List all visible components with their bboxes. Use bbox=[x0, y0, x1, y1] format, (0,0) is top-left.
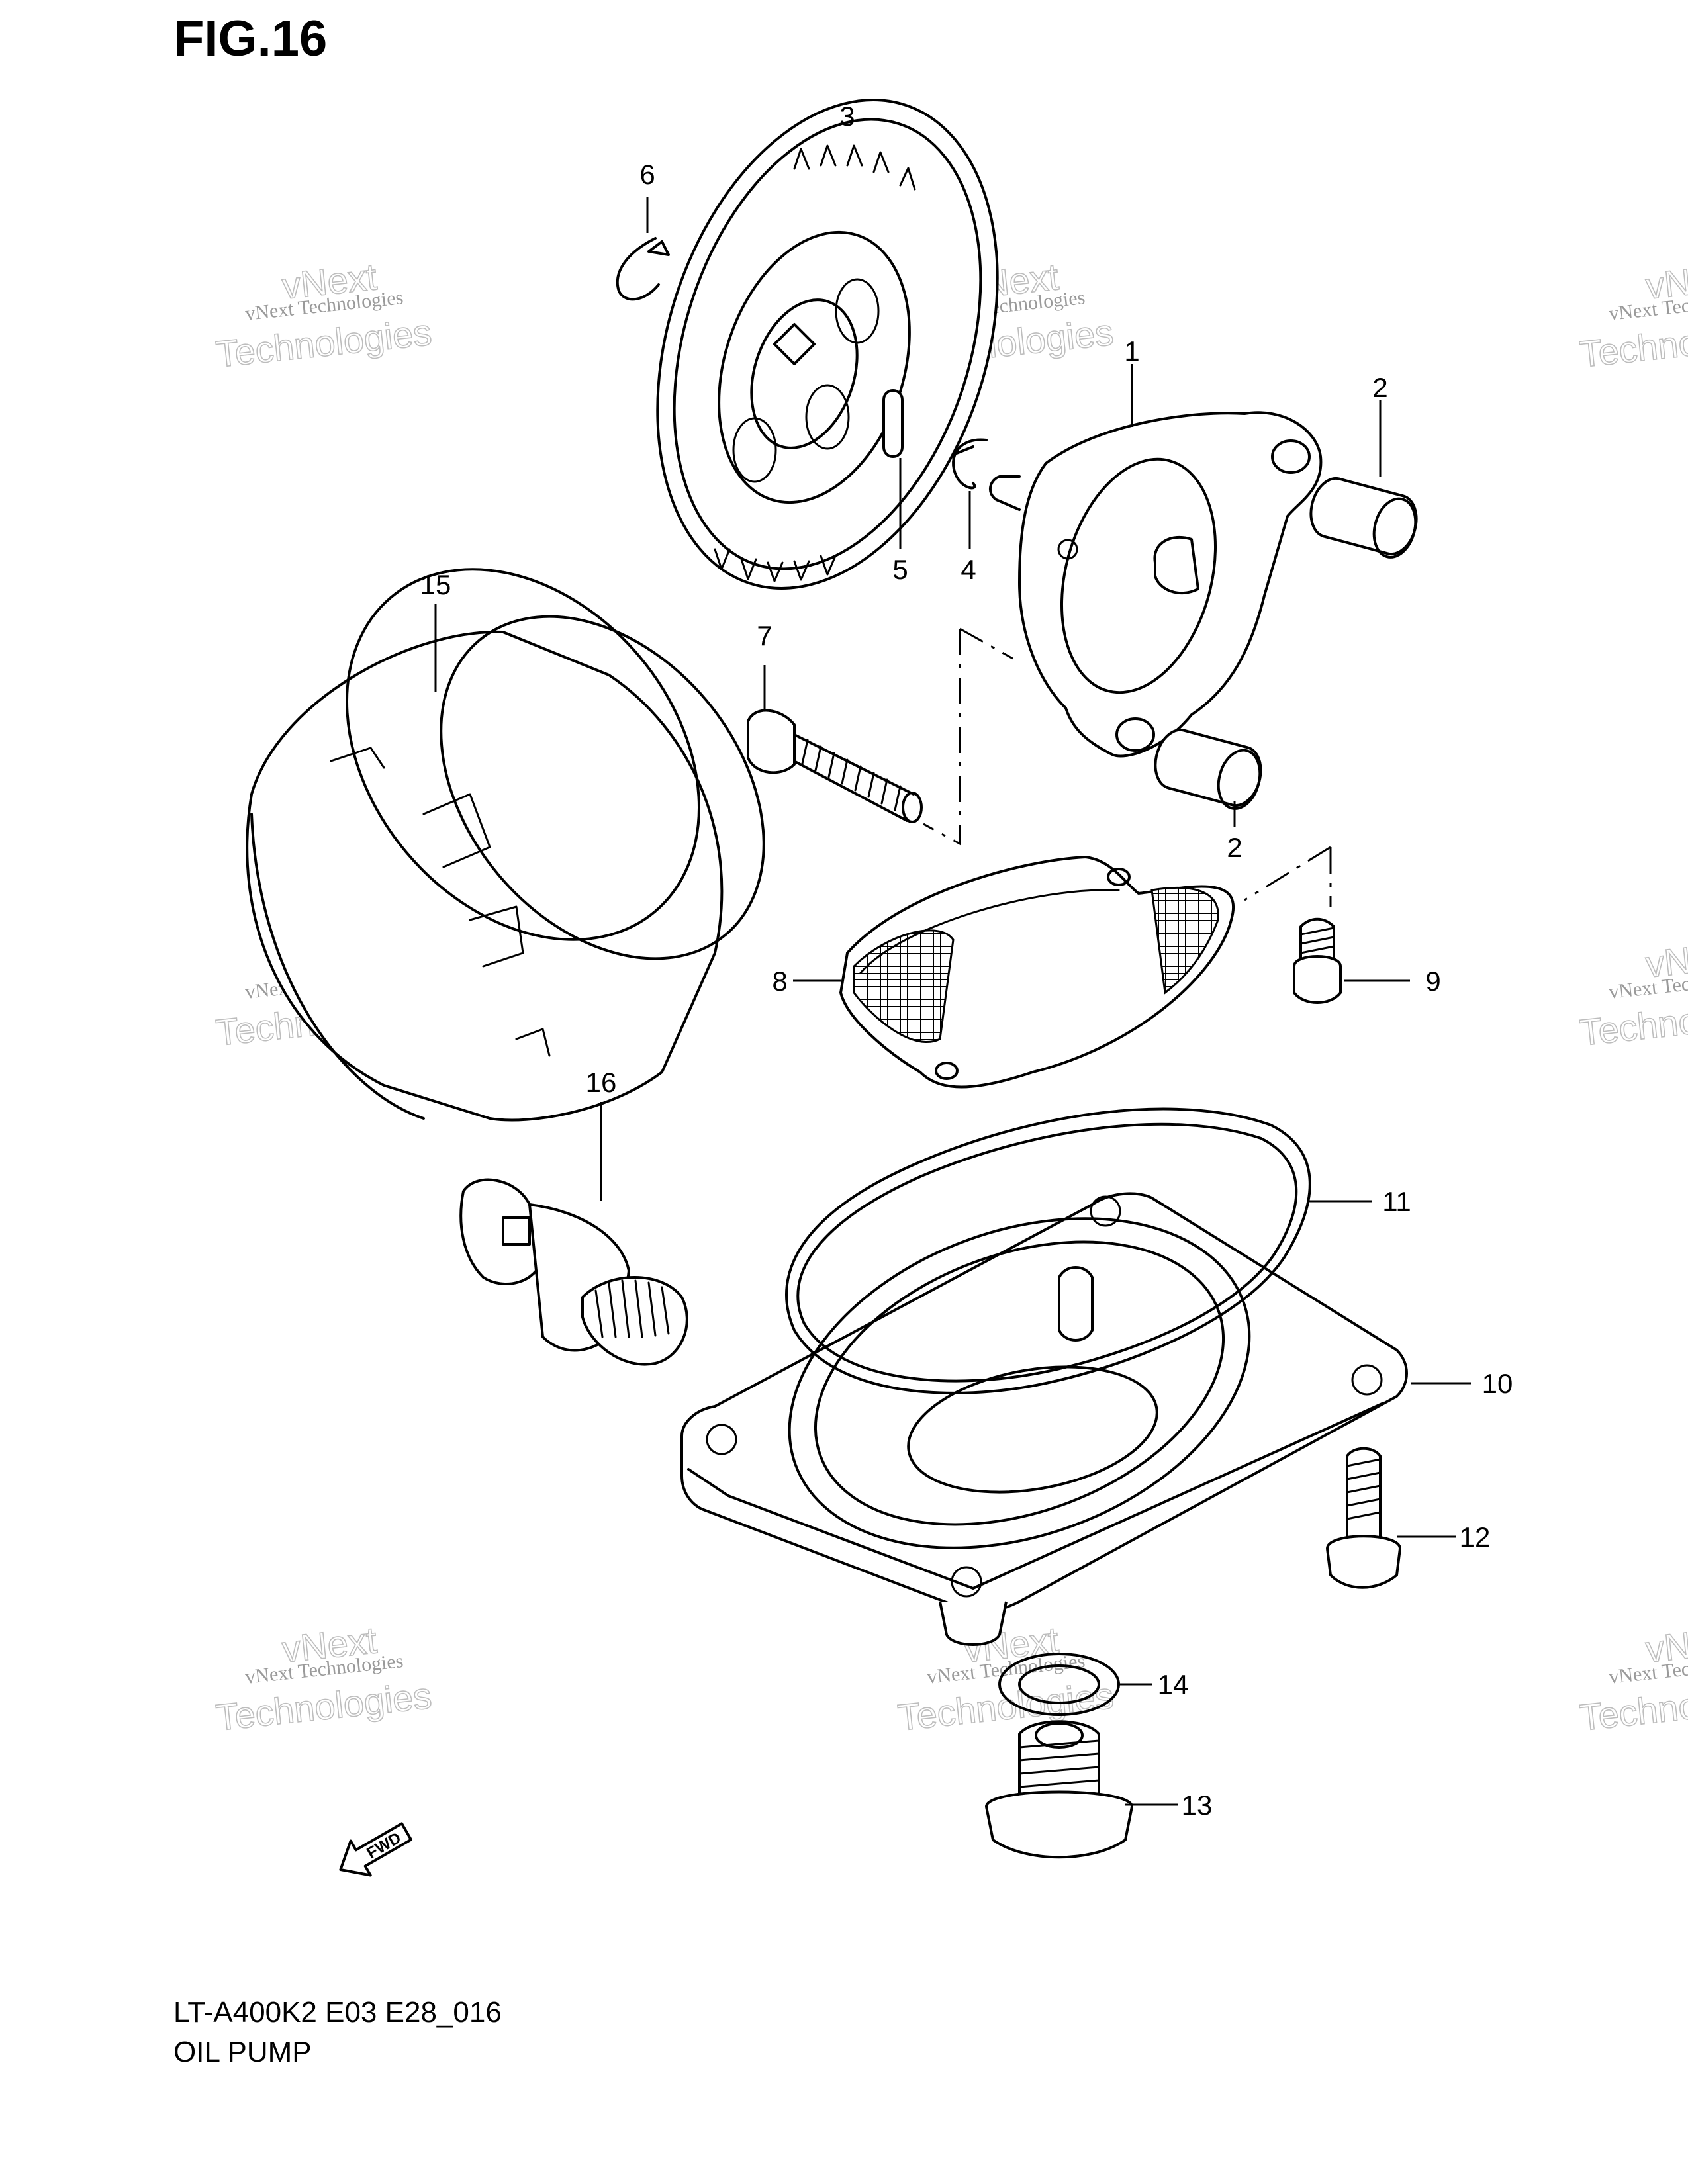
model-code: LT-A400K2 E03 E28_016 bbox=[173, 1996, 502, 2028]
callout-3: 3 bbox=[839, 101, 855, 132]
callout-14: 14 bbox=[1158, 1669, 1189, 1700]
callout-1: 1 bbox=[1124, 336, 1139, 367]
callout-6: 6 bbox=[639, 159, 655, 190]
watermark: vNext vNext Technologies Technologies bbox=[214, 1618, 434, 1739]
callout-11: 11 bbox=[1382, 1186, 1411, 1217]
part-7-bolt bbox=[747, 709, 923, 823]
watermark: vNext vNext Technologies Technologies bbox=[1577, 255, 1688, 375]
part-15-oil-filter bbox=[246, 568, 765, 1122]
part-11-o-ring bbox=[785, 1107, 1311, 1394]
callout-15: 15 bbox=[420, 569, 451, 600]
assembly-line bbox=[1244, 846, 1332, 907]
watermark: vNext vNext Technologies Technologies bbox=[1577, 1618, 1688, 1739]
callout-13: 13 bbox=[1182, 1790, 1213, 1821]
callout-labels: 1 2 2 3 4 5 6 7 8 9 10 11 12 13 14 15 16 bbox=[420, 101, 1513, 1821]
callout-9: 9 bbox=[1425, 966, 1440, 997]
callout-5: 5 bbox=[892, 554, 908, 585]
callout-10: 10 bbox=[1482, 1368, 1513, 1399]
fwd-arrow-icon: FWD bbox=[339, 1822, 412, 1877]
part-3-gear bbox=[656, 99, 999, 590]
figure-title: FIG.16 bbox=[173, 11, 327, 67]
part-4-snap-ring bbox=[952, 438, 988, 490]
part-12-bolt bbox=[1326, 1447, 1401, 1589]
part-10-oil-pan-cover bbox=[680, 1192, 1408, 1646]
callout-16: 16 bbox=[586, 1067, 617, 1098]
part-2-dowel-lower bbox=[1154, 728, 1262, 810]
part-5-pin bbox=[882, 389, 904, 458]
caption: OIL PUMP bbox=[173, 2036, 312, 2068]
callout-12: 12 bbox=[1460, 1522, 1491, 1553]
callout-2-upper: 2 bbox=[1372, 372, 1387, 403]
part-13-drain-plug bbox=[985, 1720, 1133, 1859]
callout-4: 4 bbox=[961, 554, 976, 585]
part-8-oil-strainer bbox=[839, 856, 1235, 1089]
watermark: vNext vNext Technologies Technologies bbox=[214, 255, 434, 375]
part-6-circlip bbox=[616, 237, 670, 301]
callout-2-lower: 2 bbox=[1227, 832, 1242, 863]
part-2-dowel-upper bbox=[1309, 477, 1418, 559]
callout-8: 8 bbox=[772, 966, 787, 997]
watermark: vNext vNext Technologies Technologies bbox=[1577, 933, 1688, 1054]
part-1-oil-pump-body bbox=[989, 411, 1323, 758]
part-9-bolt bbox=[1293, 917, 1342, 1004]
part-16-oil-pressure-switch bbox=[459, 1178, 688, 1366]
callout-7: 7 bbox=[757, 620, 772, 651]
assembly-line bbox=[923, 627, 1013, 846]
